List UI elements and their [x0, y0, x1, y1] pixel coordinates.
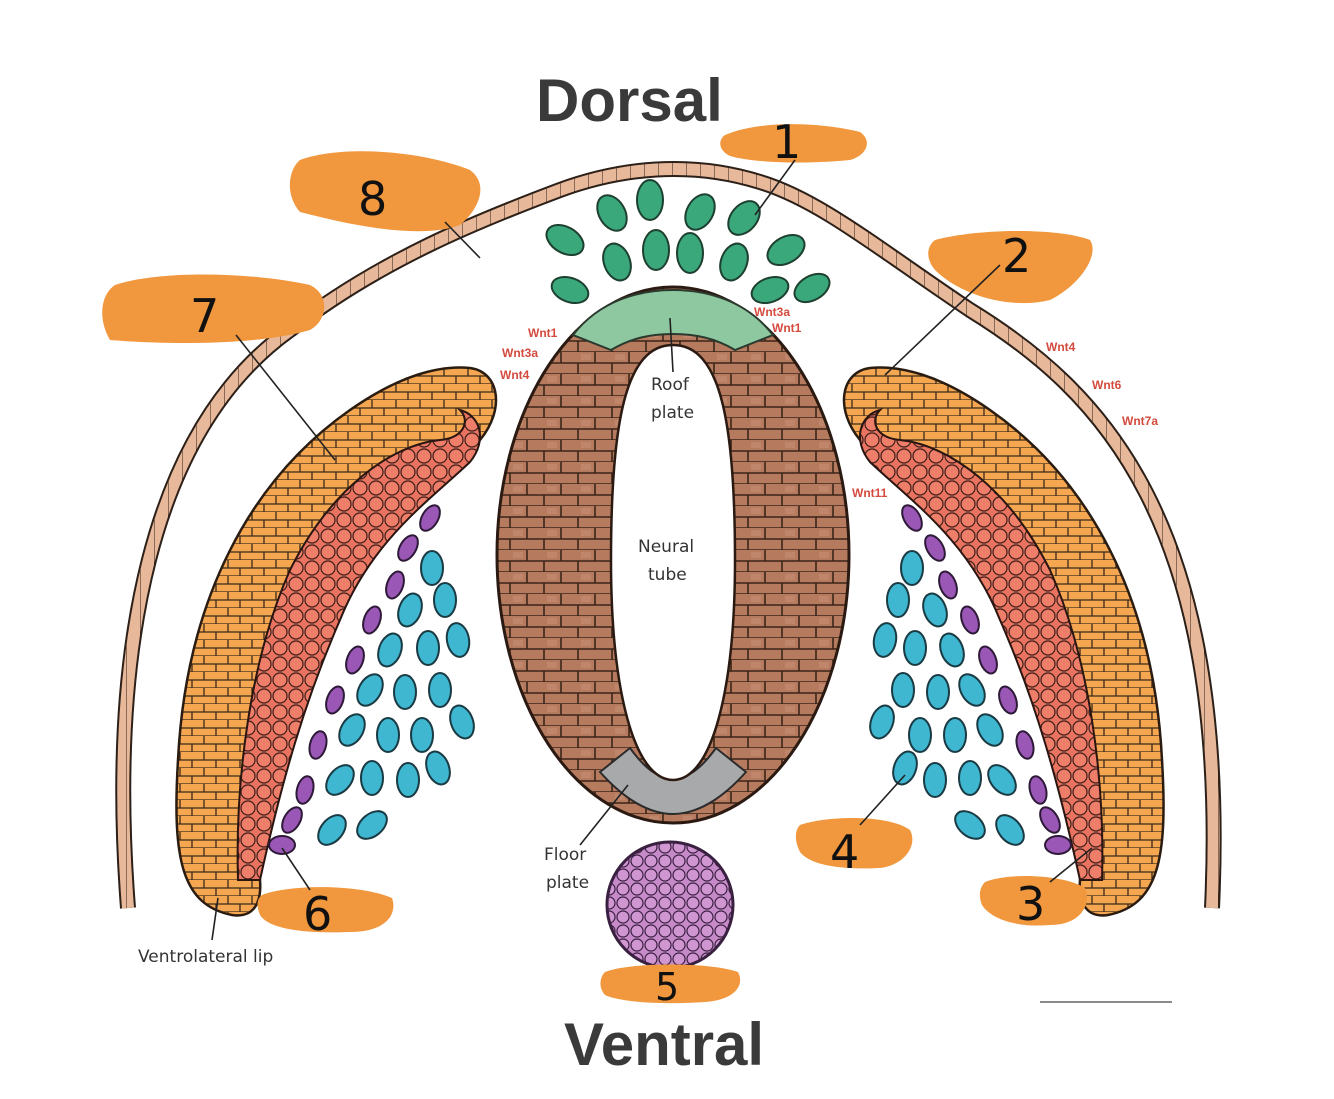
- leader-floor: [579, 784, 629, 846]
- wnt-roof-1: Wnt3a: [754, 305, 790, 319]
- wnt-left-3: Wnt4: [500, 368, 530, 382]
- leader-6: [281, 847, 311, 891]
- myoblasts-right: [901, 504, 1072, 855]
- highlight-5: [600, 964, 741, 1004]
- wnt-right-2: Wnt6: [1092, 378, 1122, 392]
- dorsal-title: Dorsal: [536, 67, 723, 134]
- number-1: 1: [772, 115, 801, 169]
- leader-7: [235, 334, 336, 461]
- number-2: 2: [1002, 229, 1031, 283]
- highlight-1: [720, 124, 867, 163]
- myotome-right: [859, 408, 1104, 881]
- neural-crest-cells: [545, 179, 831, 305]
- wnt-dermo: Wnt11: [852, 486, 888, 500]
- ventrolateral-lip-label: Ventrolateral lip: [138, 947, 273, 967]
- ventral-title: Ventral: [564, 1011, 765, 1078]
- leader-lip: [211, 897, 219, 941]
- highlight-2: [928, 231, 1093, 304]
- number-7: 7: [190, 289, 219, 343]
- neural-tube: [495, 285, 851, 825]
- number-6: 6: [303, 887, 332, 941]
- roof-plate-label-1: Roof: [651, 375, 690, 395]
- leader-3: [1049, 847, 1093, 883]
- leader-2: [884, 264, 1001, 376]
- sclerotome-right: [869, 550, 1025, 846]
- wnt-right-3: Wnt7a: [1122, 414, 1158, 428]
- leader-8: [444, 221, 481, 259]
- number-3: 3: [1016, 877, 1045, 931]
- number-8: 8: [358, 172, 387, 226]
- leader-roof: [669, 317, 674, 373]
- leader-4: [859, 774, 906, 826]
- highlight-8: [289, 151, 481, 232]
- leader-1: [754, 159, 796, 216]
- roof-plate: [571, 288, 775, 352]
- wnt-left-1: Wnt1: [528, 326, 558, 340]
- myoblasts-left: [268, 504, 441, 855]
- number-4: 4: [830, 825, 859, 879]
- floor-plate-label-1: Floor: [544, 845, 586, 865]
- floor-plate-label-2: plate: [546, 873, 589, 893]
- highlight-3: [979, 876, 1087, 926]
- neural-tube-label-2: tube: [648, 565, 687, 585]
- leader-lines: [211, 159, 1093, 941]
- neural-tube-label-1: Neural: [638, 537, 694, 557]
- wnt-right-1: Wnt4: [1046, 340, 1076, 354]
- sclerotome-left: [317, 550, 475, 846]
- highlight-4: [795, 818, 913, 869]
- wnt-roof-2: Wnt1: [772, 321, 802, 335]
- myotome-left: [236, 408, 481, 881]
- notochord: [605, 840, 735, 970]
- number-5: 5: [655, 965, 679, 1009]
- highlight-7: [102, 274, 325, 343]
- wnt-left-2: Wnt3a: [502, 346, 538, 360]
- roof-plate-label-2: plate: [651, 403, 694, 423]
- neural-tube-lumen: [609, 343, 737, 782]
- highlight-6: [257, 887, 394, 933]
- label-highlights: [102, 124, 1093, 1004]
